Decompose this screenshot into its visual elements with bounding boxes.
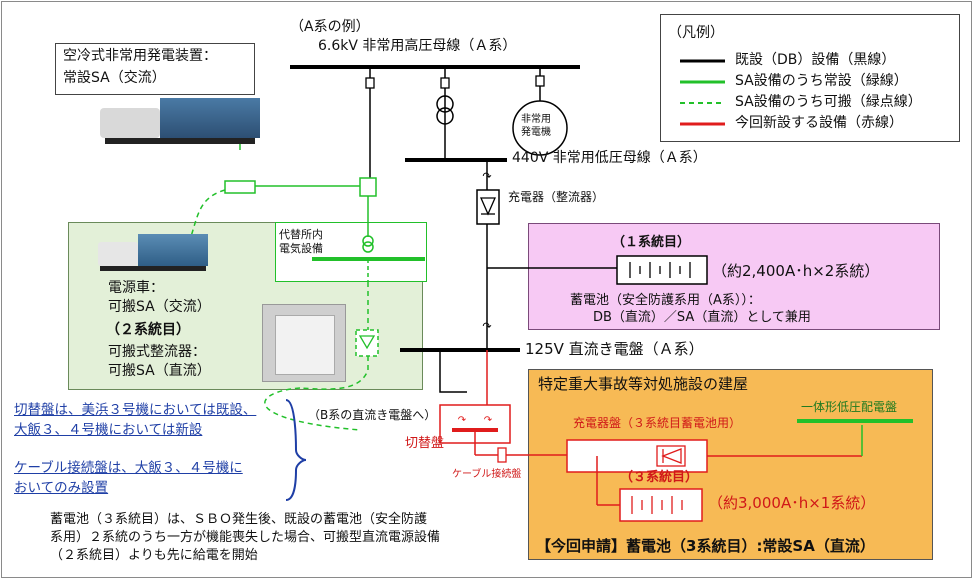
battery3-icon [619, 488, 703, 522]
connector-icon [224, 180, 256, 194]
breaker-icon [440, 77, 450, 89]
second-system-header: （２系統目） [106, 322, 190, 338]
charger-icon [476, 189, 500, 225]
alt-facility-line1: 代替所内 [279, 228, 323, 241]
notes-brace [285, 399, 307, 501]
integrated-panel-label: 一体形低圧配電盤 [801, 400, 898, 414]
hv-bus-label: 6.6kV 非常用高圧母線（Ａ系） [318, 38, 517, 54]
cable-panel-icon [497, 447, 507, 463]
example-label: （A系の例） [290, 19, 370, 35]
svg-text:↷: ↷ [482, 170, 491, 183]
battery1-header: （１系統目） [612, 235, 691, 250]
battery-note-1: 蓄電池（３系統目）は、ＳＢＯ発生後、既設の蓄電池（安全防護 [50, 512, 428, 527]
battery1-capacity: （約2,400A･h×2系統） [712, 262, 880, 280]
battery1-icon [616, 255, 708, 285]
legend-permanent: SA設備のうち常設（緑線） [735, 73, 908, 89]
portable-rectifier-icon [355, 329, 379, 357]
emergency-generator-icon [512, 100, 568, 156]
air-gen-line2: 常設SA（交流） [63, 70, 166, 86]
legend-existing: 既設（DB）設備（黒線） [735, 52, 896, 68]
air-gen-line1: 空冷式非常用発電装置： [63, 48, 217, 64]
charger-panel-label: 充電器盤（３系統目蓄電池用） [573, 416, 742, 430]
legend-new: 今回新設する設備（赤線） [735, 115, 903, 131]
charger-label: 充電器（整流器） [508, 190, 605, 204]
dc-bus-label: 125V 直流き電盤（Ａ系） [525, 340, 704, 358]
cable-panel-label: ケーブル接続盤 [452, 469, 522, 480]
breaker-icon [535, 75, 545, 87]
rectifier-line2: 可搬SA（直流） [108, 363, 211, 379]
lv-bus-label: 440V 非常用低圧母線（Ａ系） [512, 150, 707, 166]
truck-generator-image [100, 98, 260, 152]
rectifier-line1: 可搬式整流器： [108, 344, 206, 360]
svg-text:↷: ↷ [484, 415, 493, 426]
third-system-header: （３系統目） [620, 470, 699, 485]
legend-box [660, 14, 960, 142]
switch-panel-label: 切替盤 [405, 436, 445, 451]
legend-title: （凡例） [668, 25, 724, 41]
note-cable-panel-1[interactable]: ケーブル接続盤は、大飯３、４号機に [14, 460, 243, 476]
power-car-image [98, 230, 208, 278]
air-cooled-gen-box [55, 43, 255, 95]
transformer-icon [436, 95, 454, 113]
battery3-capacity: （約3,000A･h×1系統） [708, 494, 876, 512]
note-switch-panel-2[interactable]: 大飯３、４号機においては新設 [14, 422, 203, 438]
pink-battery-panel [528, 223, 940, 330]
note-switch-panel-1[interactable]: 切替盤は、美浜３号機においては既設、 [14, 402, 257, 418]
svg-text:↷: ↷ [458, 415, 467, 426]
orange-building-panel [528, 369, 933, 560]
note-cable-panel-2[interactable]: おいてのみ設置 [14, 480, 109, 496]
building-title: 特定重大事故等対処施設の建屋 [538, 375, 749, 393]
orange-footer: 【今回申請】蓄電池（3系統目）:常設SA（直流） [536, 537, 875, 555]
legend-portable: SA設備のうち可搬（緑点線） [735, 94, 922, 110]
breaker-icon [365, 77, 375, 89]
charger-panel-icon [566, 439, 708, 473]
power-car-line2: 可搬SA（交流） [108, 299, 211, 315]
power-car-line1: 電源車： [108, 280, 164, 296]
battery1-desc2: DB（直流）／SA（直流）として兼用 [593, 310, 811, 325]
emergency-gen-label: 非常用 発電機 [521, 114, 551, 138]
battery-note-3: （２系統目）よりも先に給電を開始 [50, 548, 258, 563]
portable-rectifier-image [262, 304, 346, 382]
battery1-desc1: 蓄電池（安全防護系用（A系））： [570, 293, 761, 308]
alt-facility-line2: 電気設備 [279, 242, 323, 255]
b-system-label: （B系の直流き電盤へ） [308, 408, 437, 422]
alt-facility-box [275, 222, 427, 282]
svg-text:↷: ↷ [482, 320, 491, 333]
battery-note-2: 系用）２系統のうち一方が機能喪失した場合、可搬型直流電源設備 [50, 530, 441, 545]
alt-breaker-icon [359, 177, 377, 197]
